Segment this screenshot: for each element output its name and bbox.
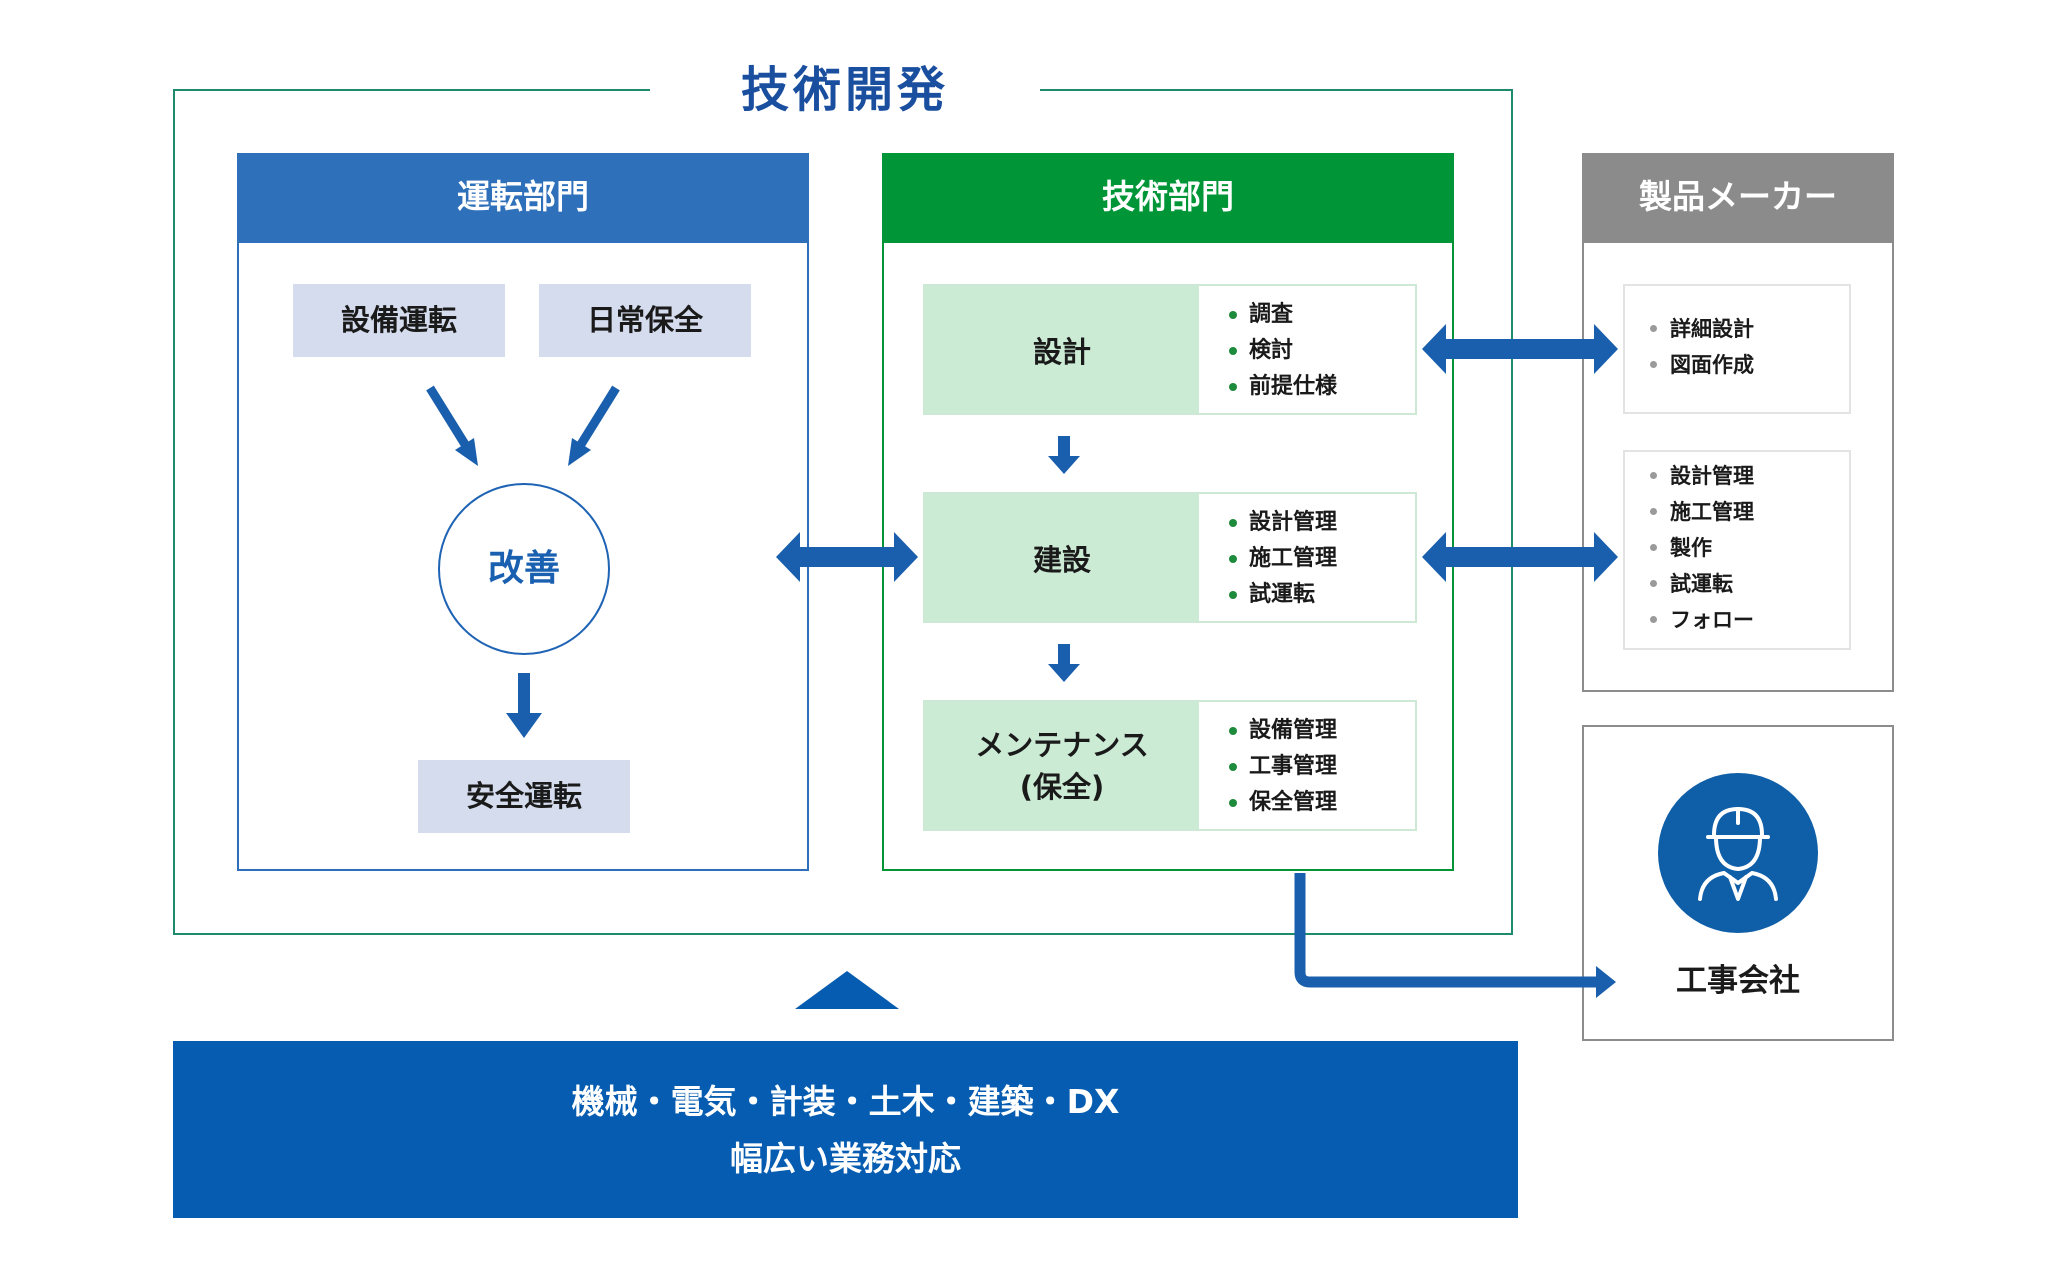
operations-header: 運転部門 — [237, 153, 809, 243]
improvement-circle: 改善 — [438, 483, 610, 655]
arrow-construction-to-maintenance — [1048, 644, 1080, 682]
maker-header: 製品メーカー — [1582, 153, 1894, 243]
list-item: 設備管理 — [1225, 713, 1337, 749]
contractor-label: 工事会社 — [1676, 963, 1800, 999]
arrow-maintenance-to-improvement — [568, 385, 620, 466]
up-arrow-triangle — [795, 971, 899, 1009]
stage-maintenance-label: メンテナンス (保全) — [925, 702, 1199, 829]
maker-construction-list: 設計管理 施工管理 製作 試運転 フォロー — [1648, 458, 1754, 638]
diagram-title: 技術開発 — [650, 50, 1040, 130]
equipment-operation-box: 設備運転 — [293, 284, 505, 357]
list-item: 試運転 — [1225, 577, 1337, 613]
business-scope-line2: 幅広い業務対応 — [730, 1138, 961, 1178]
list-item: 設計管理 — [1648, 458, 1754, 494]
double-arrow-operations-technical — [776, 532, 918, 582]
stage-design-label: 設計 — [925, 286, 1199, 413]
list-item: 工事管理 — [1225, 749, 1337, 785]
stage-design-list: 調査 検討 前提仕様 — [1225, 297, 1337, 405]
list-item: 検討 — [1225, 333, 1337, 369]
business-scope-line1: 機械・電気・計装・土木・建築・DX — [571, 1081, 1120, 1121]
double-arrow-construction-maker — [1422, 532, 1618, 582]
arrow-technical-to-contractor — [1294, 873, 1598, 988]
stage-maintenance-label-line2: (保全) — [1019, 769, 1105, 804]
arrow-technical-to-contractor-head — [1596, 966, 1616, 998]
stage-construction-label: 建設 — [925, 494, 1199, 621]
list-item: 前提仕様 — [1225, 369, 1337, 405]
list-item: 試運転 — [1648, 566, 1754, 602]
arrow-improvement-to-safe — [506, 673, 542, 738]
list-item: 施工管理 — [1225, 541, 1337, 577]
technical-header: 技術部門 — [882, 153, 1454, 243]
list-item: 図面作成 — [1648, 347, 1754, 383]
list-item: 調査 — [1225, 297, 1337, 333]
list-item: フォロー — [1648, 602, 1754, 638]
list-item: 施工管理 — [1648, 494, 1754, 530]
arrow-equipment-to-improvement — [426, 385, 478, 466]
list-item: 保全管理 — [1225, 785, 1337, 821]
double-arrow-design-maker — [1422, 324, 1618, 374]
arrow-design-to-construction — [1048, 436, 1080, 474]
stage-maintenance-list: 設備管理 工事管理 保全管理 — [1225, 713, 1337, 821]
stage-maintenance-label-line1: メンテナンス — [975, 727, 1149, 762]
safe-operation-box: 安全運転 — [418, 760, 630, 833]
list-item: 製作 — [1648, 530, 1754, 566]
stage-construction-list: 設計管理 施工管理 試運転 — [1225, 505, 1337, 613]
construction-worker-icon — [1658, 773, 1818, 933]
list-item: 設計管理 — [1225, 505, 1337, 541]
maker-design-box — [1623, 284, 1851, 414]
business-scope-band: 機械・電気・計装・土木・建築・DX 幅広い業務対応 — [173, 1041, 1518, 1218]
maker-design-list: 詳細設計 図面作成 — [1648, 311, 1754, 383]
daily-maintenance-box: 日常保全 — [539, 284, 751, 357]
maker-construction-box — [1623, 450, 1851, 650]
list-item: 詳細設計 — [1648, 311, 1754, 347]
